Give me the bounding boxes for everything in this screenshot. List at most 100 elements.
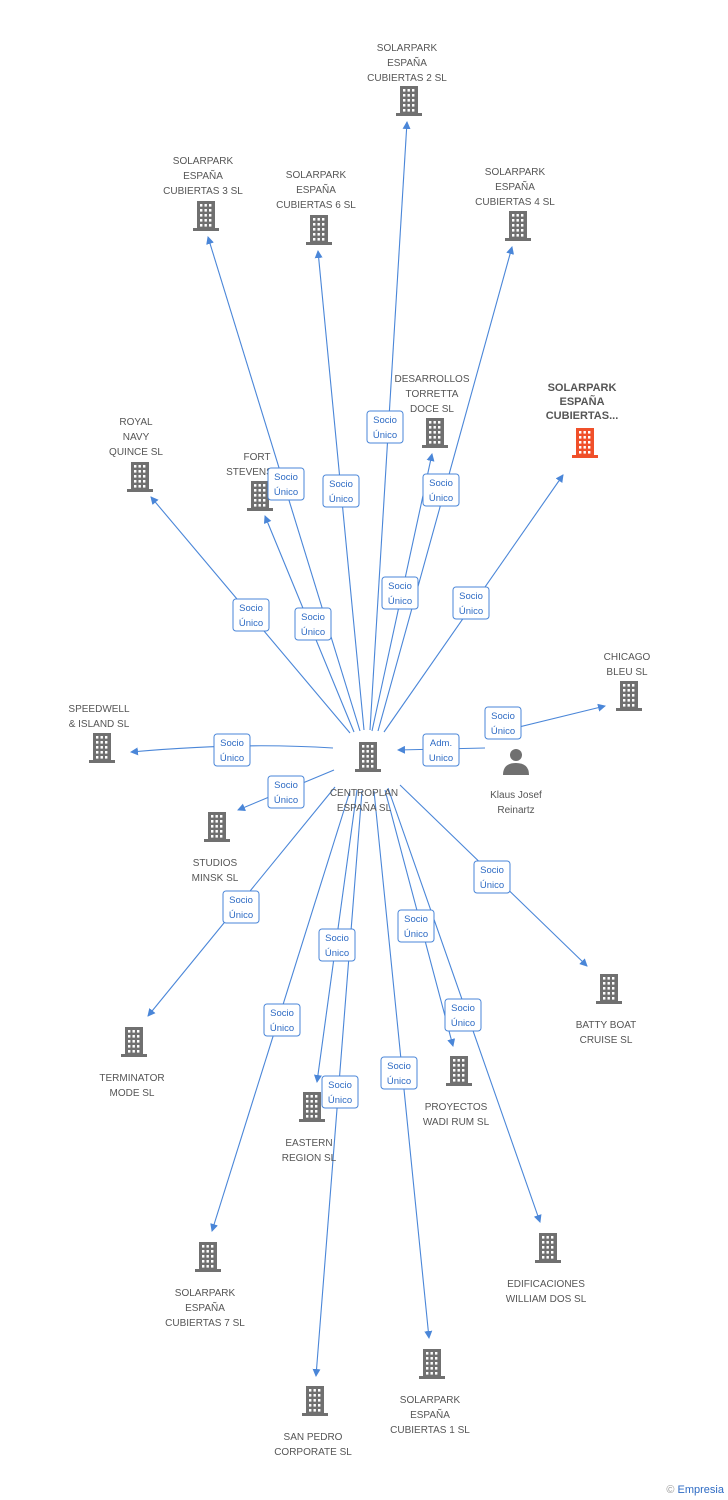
node-label-line: ESPAÑA (495, 180, 535, 193)
node-label-line: CUBIERTAS 6 SL (276, 200, 356, 211)
relation-badge-text: Único (239, 618, 263, 629)
footer-brand[interactable]: © Empresia (666, 1484, 724, 1496)
node-fortstevens[interactable]: FORT STEVENS SL (226, 452, 288, 511)
relation-badge-text: Único (387, 1076, 411, 1087)
node-label-line: CUBIERTAS 3 SL (163, 186, 243, 197)
building-icon (247, 481, 273, 511)
node-label-line: CORPORATE SL (274, 1447, 352, 1458)
node-label-line: DOCE SL (410, 404, 454, 415)
building-icon (505, 211, 531, 241)
building-icon (422, 418, 448, 448)
building-icon (299, 1092, 325, 1122)
node-label-line: & ISLAND SL (69, 719, 130, 730)
building-icon (302, 1386, 328, 1416)
node-label-line: BATTY BOAT (576, 1020, 637, 1031)
node-label-line: Klaus Josef (490, 790, 542, 801)
relation-badge-text: Único (301, 627, 325, 638)
node-label-line: FORT (243, 452, 270, 463)
relation-badge-text: Socio (270, 1008, 294, 1019)
node-label-line: CUBIERTAS... (546, 410, 619, 422)
node-label-line: SOLARPARK (175, 1288, 236, 1299)
node-label-line: WADI RUM SL (423, 1117, 490, 1128)
node-label-line: REGION SL (282, 1153, 337, 1164)
building-icon (446, 1056, 472, 1086)
relation-badge-text: Único (220, 753, 244, 764)
relation-badge-text: Único (229, 910, 253, 921)
building-icon (195, 1242, 221, 1272)
building-icon (572, 428, 598, 458)
node-label-line: CRUISE SL (580, 1035, 633, 1046)
relation-badge-text: Socio (387, 1061, 411, 1072)
relation-badge-text: Socio (373, 415, 397, 426)
relation-badge-text: Socio (429, 478, 453, 489)
node-solarpark7[interactable]: SOLARPARK ESPAÑA CUBIERTAS 7 SL (165, 1242, 245, 1329)
node-label-line: SOLARPARK (548, 382, 617, 394)
node-label-line: SOLARPARK (485, 167, 546, 178)
building-icon (535, 1233, 561, 1263)
node-label-line: WILLIAM DOS SL (506, 1294, 587, 1305)
relation-badge-text: Socio (274, 472, 298, 483)
node-label-line: CUBIERTAS 7 SL (165, 1318, 245, 1329)
node-label-line: ESPAÑA (296, 183, 336, 196)
relation-badge-text: Socio (480, 865, 504, 876)
node-batty[interactable]: BATTY BOAT CRUISE SL (576, 974, 637, 1046)
node-label-line: ESPAÑA (559, 395, 604, 408)
relation-badge-text: Socio (274, 780, 298, 791)
node-label-line: QUINCE SL (109, 447, 163, 458)
building-icon (419, 1349, 445, 1379)
relation-badge-text: Único (480, 880, 504, 891)
relation-badge-text: Socio (329, 479, 353, 490)
badges-layer: SocioÚnicoSocioÚnicoSocioÚnicoSocioÚnico… (213, 410, 522, 1109)
relation-badge-text: Único (325, 948, 349, 959)
relation-badge-text: Socio (229, 895, 253, 906)
node-speedwell[interactable]: SPEEDWELL& ISLAND SL (68, 704, 130, 763)
building-icon (204, 812, 230, 842)
relation-badge-text: Socio (388, 581, 412, 592)
node-label-line: ESPAÑA (185, 1301, 225, 1314)
relation-badge-text: Único (373, 430, 397, 441)
node-label-line: STEVENS SL (226, 467, 288, 478)
relation-badge-text: Único (459, 606, 483, 617)
node-label-line: MODE SL (109, 1088, 154, 1099)
node-label-line: CENTROPLAN (330, 788, 398, 799)
relation-badge[interactable]: Adm.Unico (422, 733, 460, 767)
